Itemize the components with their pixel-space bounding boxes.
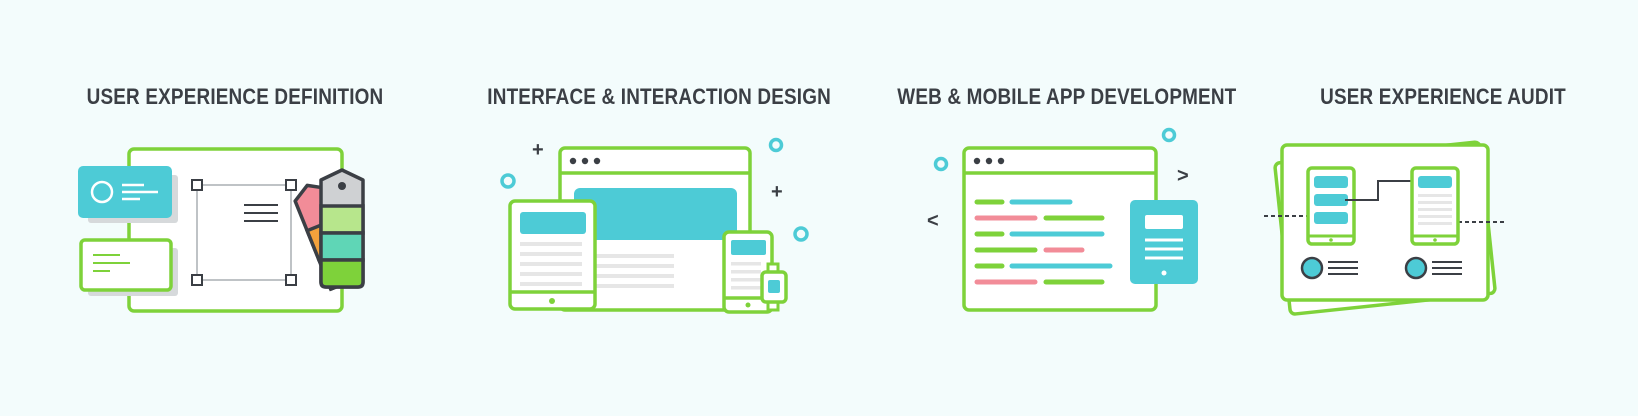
chevron-right-icon: > [1177,165,1189,187]
user-avatar-icon [1404,256,1428,280]
plus-icon: + [532,139,544,161]
flow-connector [1345,180,1418,201]
service-interface-design: INTERFACE & INTERACTION DESIGN + + [460,0,850,416]
ring-icon [793,226,809,242]
chevron-left-icon: < [927,210,939,232]
service-ux-definition: USER EXPERIENCE DEFINITION [40,0,430,416]
interface-design-illustration: + + [500,137,809,314]
ring-icon [933,156,949,172]
service-title: INTERFACE & INTERACTION DESIGN [487,84,831,109]
ux-audit-illustration [1264,140,1506,316]
user-avatar-icon [1300,256,1324,280]
text-card [79,238,173,292]
ring-icon [768,137,784,153]
plus-icon: + [771,181,783,203]
service-app-development: WEB & MOBILE APP DEVELOPMENT < > [870,0,1260,416]
app-development-illustration: < > [927,127,1198,312]
service-title: USER EXPERIENCE AUDIT [1320,84,1566,109]
color-swatch-icon [293,168,365,292]
service-ux-audit: USER EXPERIENCE AUDIT [1248,0,1638,416]
ring-icon [1161,127,1177,143]
selection-box [196,184,292,281]
ux-definition-illustration [78,147,365,313]
service-title: WEB & MOBILE APP DEVELOPMENT [897,84,1237,109]
ring-icon [500,173,516,189]
user-circle-icon [90,180,114,204]
service-title: USER EXPERIENCE DEFINITION [86,84,384,109]
